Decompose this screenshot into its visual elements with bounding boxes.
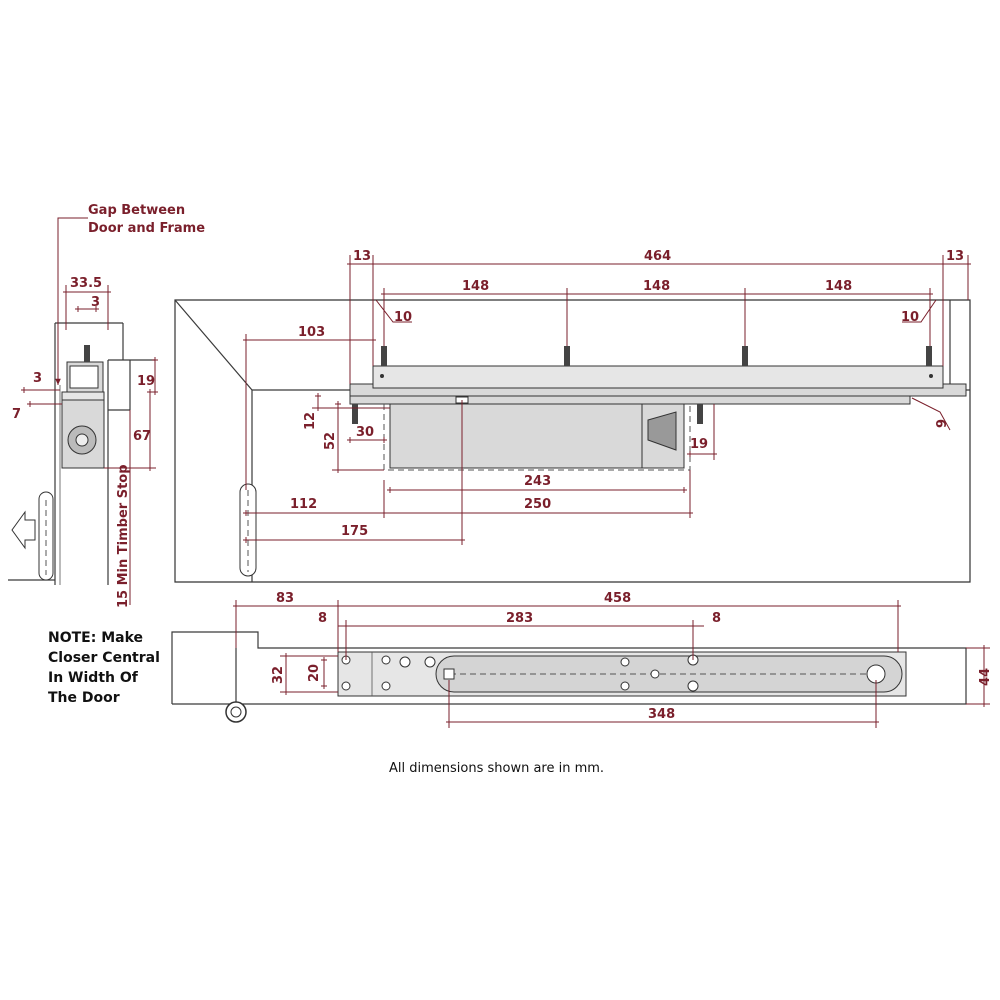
dim-32: 32: [271, 666, 286, 684]
side-section-view: Gap Between Door and Frame 33.5 3 3 7 19…: [8, 203, 205, 608]
dim-283: 283: [506, 611, 533, 626]
dim-8-right: 8: [712, 611, 721, 626]
plan-adjust-screw-icon: [399, 656, 411, 668]
dim-112: 112: [290, 497, 317, 512]
dim-3-left: 3: [33, 371, 42, 386]
dim-13-right: 13: [946, 249, 964, 264]
dim-10-right: 10: [901, 310, 919, 325]
note-line-4: The Door: [48, 690, 120, 706]
note-line-3: In Width Of: [48, 670, 139, 686]
dim-67: 67: [133, 429, 151, 444]
timber-stop-label: 15 Min Timber Stop: [116, 464, 131, 608]
dim-30: 30: [356, 425, 374, 440]
closer-spring-icon: [647, 411, 677, 451]
dim-250: 250: [524, 497, 551, 512]
section-screw-icon: [84, 345, 90, 362]
closer-main-body: [389, 403, 643, 469]
dim-148-1: 148: [462, 279, 489, 294]
closer-mounting-plate: [372, 365, 944, 389]
dim-243: 243: [524, 474, 551, 489]
dim-148-2: 148: [643, 279, 670, 294]
fixing-screw-icons: [352, 346, 932, 424]
dim-19-side: 19: [137, 374, 155, 389]
plan-arm-square-pivot: [443, 668, 455, 680]
section-bracket: [61, 391, 105, 401]
closer-arm-track: [349, 395, 911, 405]
dim-175: 175: [341, 524, 368, 539]
dim-10-left: 10: [394, 310, 412, 325]
dim-348: 348: [648, 707, 675, 722]
dim-83: 83: [276, 591, 294, 606]
note-line-1: NOTE: Make: [48, 630, 143, 646]
dim-33-5: 33.5: [70, 276, 102, 291]
note-line-2: Closer Central: [48, 650, 160, 666]
dim-7: 7: [12, 407, 21, 422]
dim-12: 12: [303, 412, 318, 430]
dim-52: 52: [323, 432, 338, 450]
dim-20: 20: [307, 664, 322, 682]
plan-closer-arm: [435, 655, 903, 693]
gap-label-line2: Door and Frame: [88, 221, 205, 236]
front-elevation-view: 13 464 13 148 148 148 10 10 103 12 52 30…: [174, 249, 971, 583]
open-direction-arrow-icon: [11, 510, 36, 550]
plan-view: 83 458 8 283 8 32 20 44 348: [171, 591, 993, 728]
dim-464: 464: [644, 249, 671, 264]
dim-44: 44: [978, 668, 993, 686]
gap-label-line1: Gap Between: [88, 203, 185, 218]
dim-9: 9: [935, 419, 950, 428]
dim-8-left: 8: [318, 611, 327, 626]
dim-148-3: 148: [825, 279, 852, 294]
footer-note: All dimensions shown are in mm.: [389, 761, 604, 776]
dim-103: 103: [298, 325, 325, 340]
dim-458: 458: [604, 591, 631, 606]
dim-13-left: 13: [353, 249, 371, 264]
dim-3-top: 3: [91, 295, 100, 310]
dim-19-front: 19: [690, 437, 708, 452]
